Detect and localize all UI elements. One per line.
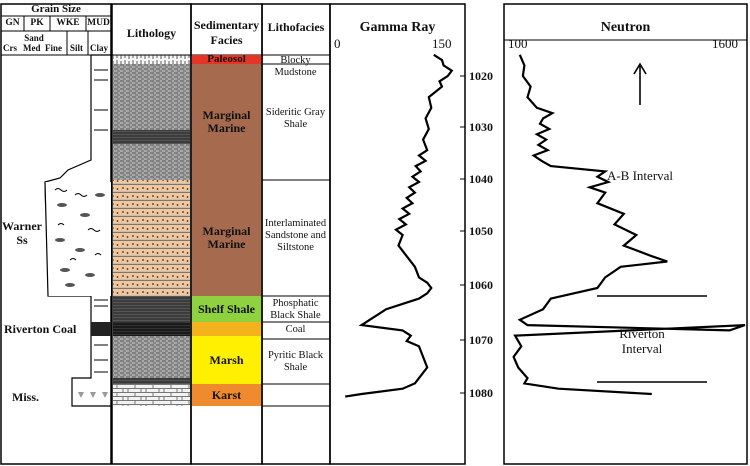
lithofacies-blocky: Blocky (280, 55, 311, 66)
gamma-axis-max: 150 (432, 36, 452, 51)
paleosol-layer (113, 55, 190, 64)
depth-label: 1070 (469, 333, 493, 347)
interval-label-ab: A-B Interval (606, 168, 674, 183)
grain-size-title: Grain Size (31, 3, 81, 15)
facies-header: Sedimentary Facies (193, 18, 260, 47)
karst-symbols (78, 392, 108, 398)
grain-size-sand-label: Sand (24, 33, 44, 43)
interval-label-riverton: Riverton Interval (619, 326, 665, 356)
facies-marsh: Marsh (192, 336, 261, 384)
coal-symbol (91, 322, 111, 336)
lithofacies-pyritic: Pyritic Black Shale (267, 350, 324, 373)
grain-size-header-gn: GN (5, 18, 20, 28)
depth-label: 1020 (469, 69, 493, 83)
unit-label-warner: Warner Ss (2, 219, 42, 247)
depth-label: 1030 (469, 120, 493, 134)
facies-marginal-marine-lower: Marginal Marine (192, 180, 261, 296)
facies-paleosol: Paleosol (192, 53, 261, 65)
neutron-axis-max: 1600 (712, 36, 738, 51)
lithofacies-header: Lithofacies (267, 20, 325, 34)
gamma-track-frame (329, 3, 466, 465)
unit-label-miss: Miss. (12, 390, 39, 404)
grain-size-header-mud: MUD (87, 18, 110, 28)
facies-karst: Karst (192, 384, 261, 406)
lithofacies-interlaminated: Interlaminated Sandstone and Siltstone (264, 218, 327, 253)
depth-label: 1040 (469, 172, 493, 186)
neutron-title: Neutron (600, 20, 651, 35)
depth-label: 1050 (469, 224, 493, 238)
lithology-header: Lithology (126, 26, 177, 40)
neutron-track-frame (503, 3, 748, 465)
grain-size-fine: Fine (45, 43, 62, 53)
neutron-axis-min: 100 (508, 36, 528, 51)
lithofacies-mudstone: Mudstone (274, 67, 317, 78)
coal-layer (113, 322, 190, 336)
gamma-ray-curve (345, 53, 454, 398)
sandstone-layer (113, 180, 190, 296)
grain-size-clay: Clay (90, 43, 108, 53)
up-arrow-icon (633, 62, 647, 105)
lithofacies-sideritic-shale: Sideritic Gray Shale (265, 107, 326, 130)
grain-size-crs: Crs (3, 43, 17, 53)
phosphatic-shale-layer (113, 296, 190, 322)
karst-layer (113, 384, 190, 406)
grain-size-silt: Silt (70, 43, 84, 53)
gray-shale-layer (113, 64, 190, 180)
lithofacies-phosphatic: Phosphatic Black Shale (270, 298, 321, 321)
gamma-axis-min: 0 (334, 36, 341, 51)
facies-marginal-marine-upper: Marginal Marine (192, 64, 261, 180)
lithofacies-coal: Coal (285, 324, 306, 335)
depth-label: 1060 (469, 278, 493, 292)
unit-label-riverton: Riverton Coal (4, 322, 77, 336)
neutron-curve (512, 54, 746, 396)
facies-shelf-shale: Shelf Shale (192, 296, 261, 322)
depth-label: 1080 (469, 386, 493, 400)
pyritic-shale-layer (113, 336, 190, 378)
grain-size-header-pk: PK (30, 18, 44, 28)
grain-size-med: Med (23, 43, 41, 53)
gamma-title: Gamma Ray (359, 20, 436, 35)
grain-size-header-wke: WKE (56, 18, 80, 28)
sand-grain-symbols (55, 193, 105, 287)
facies-coal (192, 322, 261, 336)
